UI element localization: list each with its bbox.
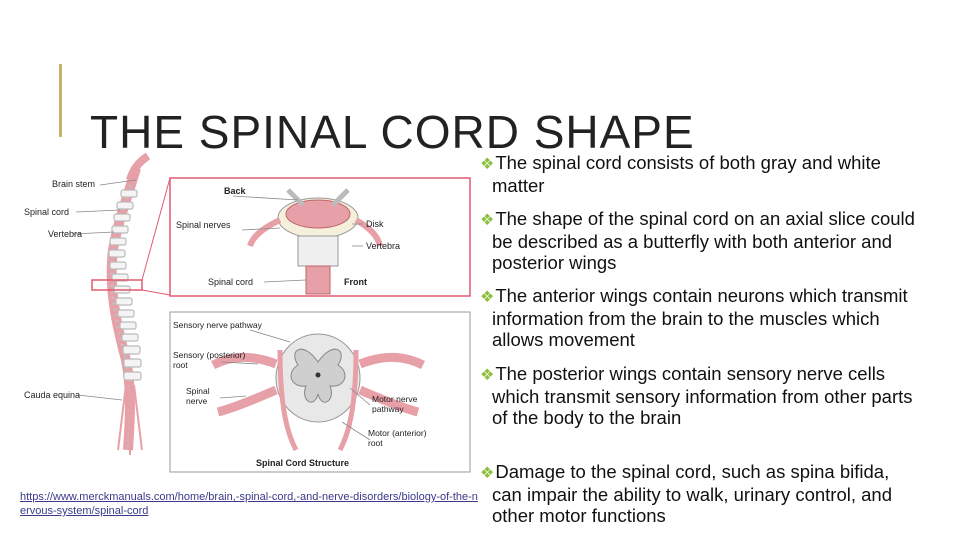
label-motor-anterior-root-2: root <box>368 438 383 448</box>
vertebra-inset <box>169 177 471 297</box>
diamond-bullet-icon: ❖ <box>480 465 495 482</box>
bullet-item: ❖The spinal cord consists of both gray a… <box>480 152 920 196</box>
bullet-text: Damage to the spinal cord, such as spina… <box>492 461 892 526</box>
label-disk: Disk <box>366 219 384 229</box>
label-spinal-nerves: Spinal nerves <box>176 220 231 230</box>
label-motor-nerve-pathway-2: pathway <box>372 404 404 414</box>
label-spinal-cord: Spinal cord <box>24 207 69 217</box>
bullet-item: ❖The anterior wings contain neurons whic… <box>480 285 920 350</box>
label-brain-stem: Brain stem <box>52 179 95 189</box>
label-front: Front <box>344 277 367 287</box>
bullet-text: The posterior wings contain sensory nerv… <box>492 363 913 428</box>
source-link[interactable]: https://www.merckmanuals.com/home/brain,… <box>20 491 478 517</box>
diamond-bullet-icon: ❖ <box>480 212 495 229</box>
bullet-text: The shape of the spinal cord on an axial… <box>492 208 915 273</box>
bullet-text: The spinal cord consists of both gray an… <box>492 152 881 196</box>
label-sensory-nerve-pathway: Sensory nerve pathway <box>173 320 263 330</box>
diamond-bullet-icon: ❖ <box>480 156 495 173</box>
bullet-text: The anterior wings contain neurons which… <box>492 285 908 350</box>
label-back: Back <box>224 186 247 196</box>
bullet-item: ❖The shape of the spinal cord on an axia… <box>480 208 920 273</box>
label-spinal-nerve-2: nerve <box>186 396 208 406</box>
figure-caption: Spinal Cord Structure <box>256 458 349 468</box>
label-sensory-posterior-root-2: root <box>173 360 188 370</box>
label-cauda-equina: Cauda equina <box>24 390 80 400</box>
label-motor-anterior-root-1: Motor (anterior) <box>368 428 427 438</box>
label-vertebra: Vertebra <box>48 229 82 239</box>
label-vertebra-inset: Vertebra <box>366 241 400 251</box>
slide-title: THE SPINAL CORD SHAPE <box>90 105 695 158</box>
diamond-bullet-icon: ❖ <box>480 367 495 384</box>
label-spinal-nerve-1: Spinal <box>186 386 210 396</box>
spinal-cord-structure-inset <box>169 311 471 473</box>
label-motor-nerve-pathway-1: Motor nerve <box>372 394 418 404</box>
spine-column <box>91 152 151 455</box>
title-accent-bar <box>59 64 62 137</box>
bullet-item: ❖The posterior wings contain sensory ner… <box>480 363 920 428</box>
diamond-bullet-icon: ❖ <box>480 289 495 306</box>
label-sensory-posterior-root-1: Sensory (posterior) <box>173 350 245 360</box>
spinal-cord-illustration: Brain stem Spinal cord Vertebra Cauda eq… <box>24 152 471 473</box>
label-spinal-cord-inset: Spinal cord <box>208 277 253 287</box>
bullet-item: ❖Damage to the spinal cord, such as spin… <box>480 461 920 526</box>
